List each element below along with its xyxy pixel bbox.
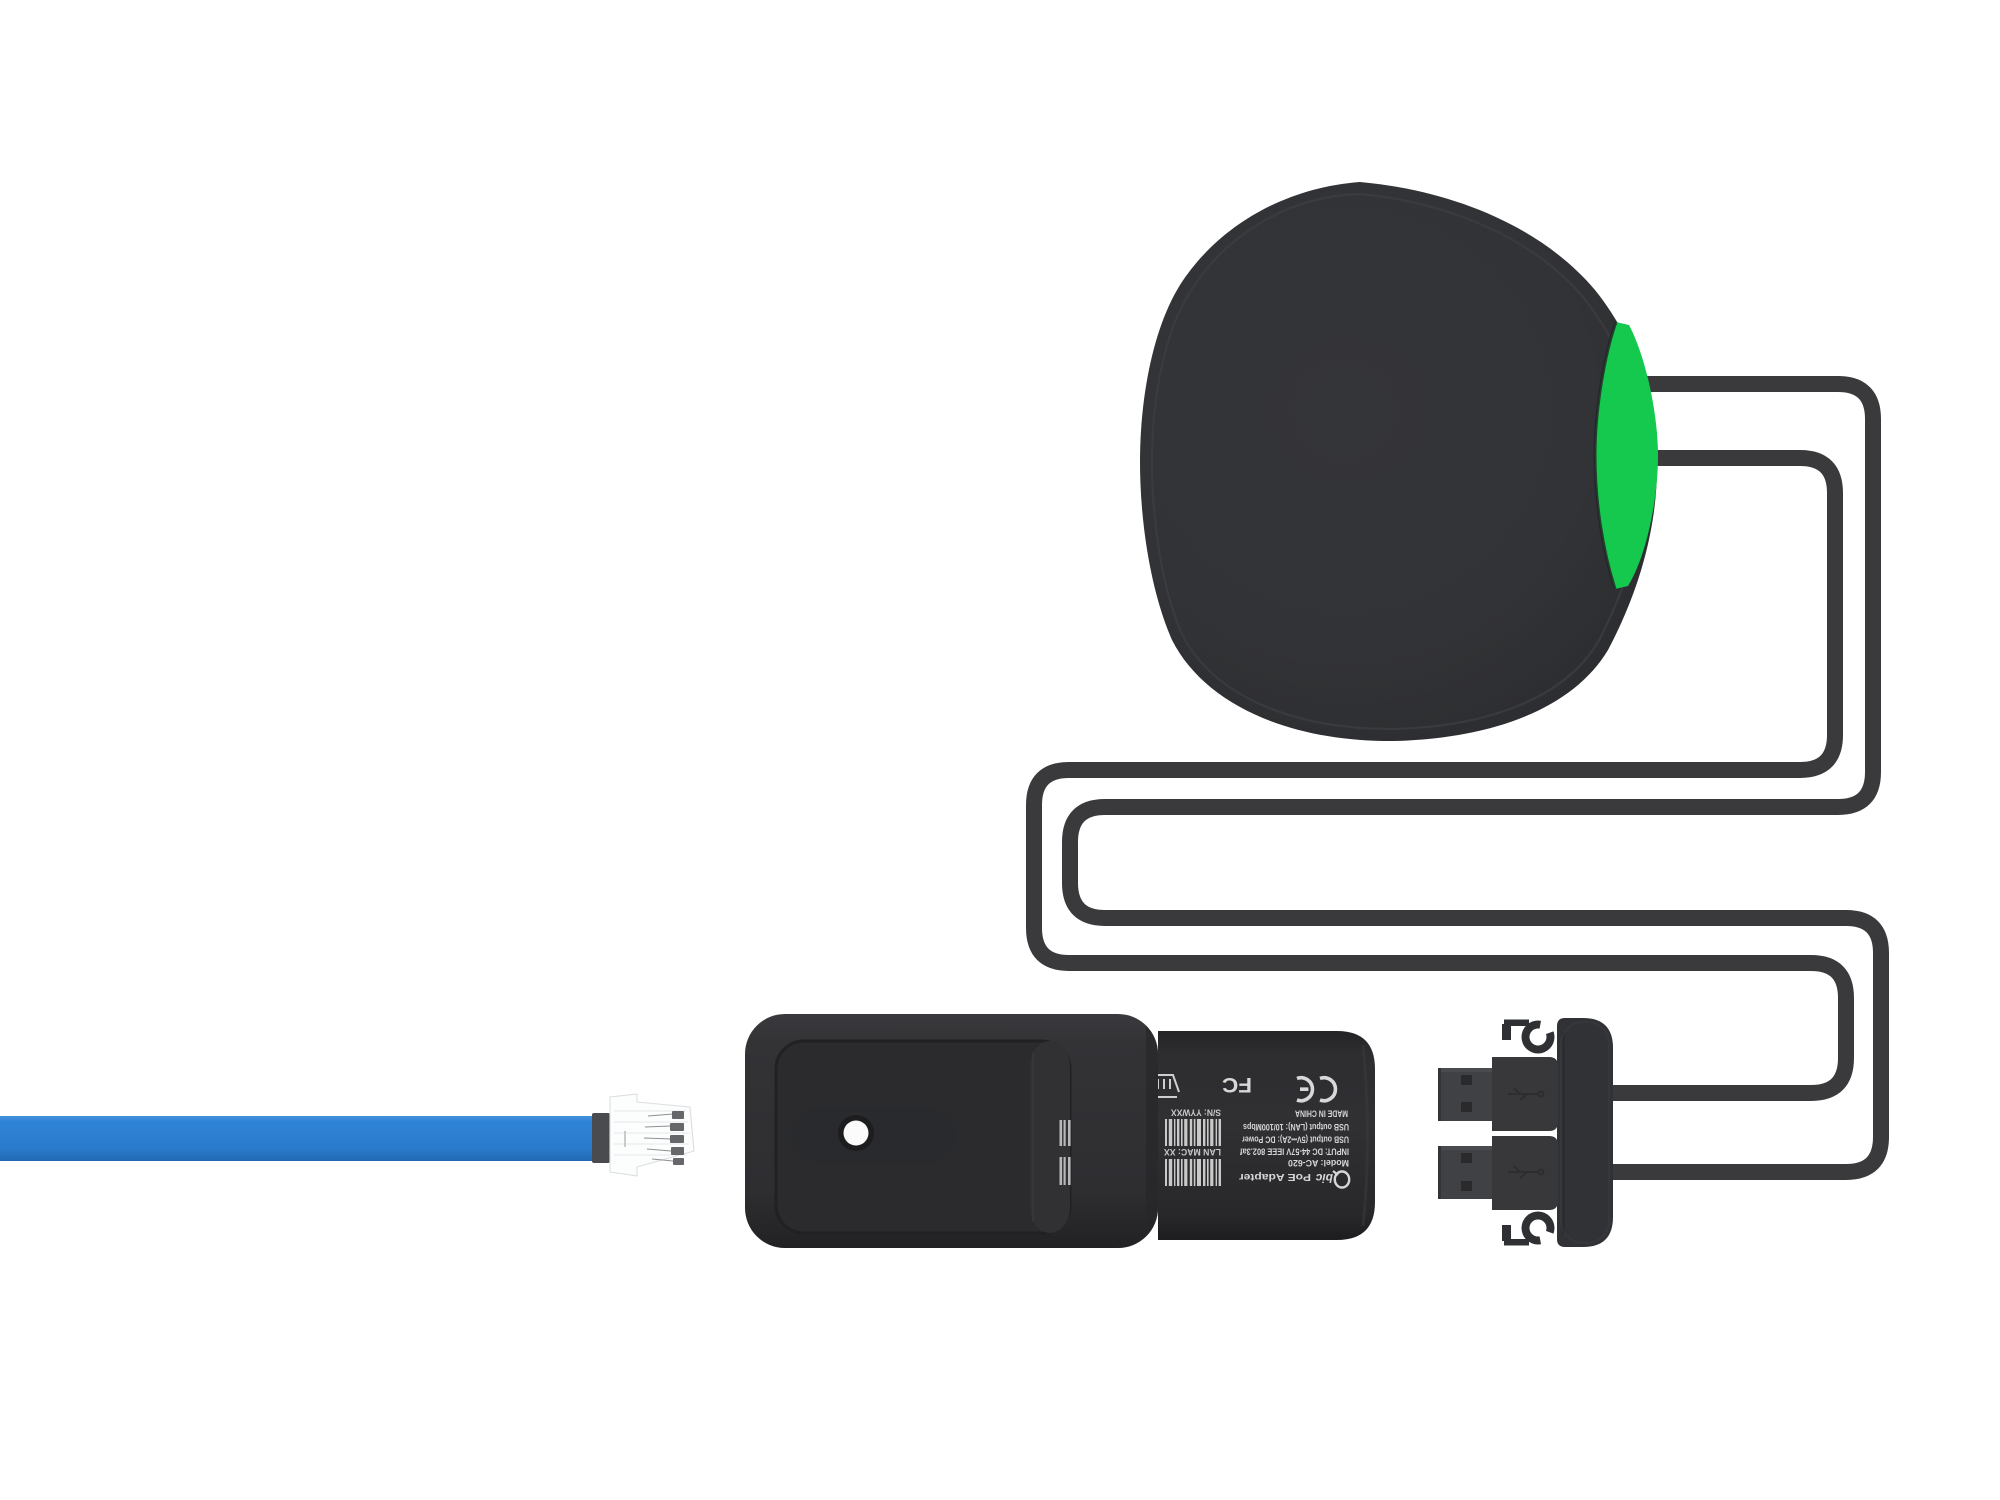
svg-text:INPUT: DC 44-57V IEEE 802.3a: INPUT: DC 44-57V IEEE 802.3af [1239, 1147, 1349, 1157]
svg-text:FC: FC [1222, 1073, 1252, 1096]
svg-text:USB output (5V⎓2A): DC Power: USB output (5V⎓2A): DC Power [1242, 1135, 1349, 1145]
svg-text:PoE Adapter: PoE Adapter [1239, 1171, 1311, 1183]
svg-text:Model: AC-620: Model: AC-620 [1288, 1158, 1349, 1168]
svg-text:USB output (LAN): 10/100Mbps: USB output (LAN): 10/100Mbps [1243, 1122, 1349, 1132]
svg-text:bic: bic [1315, 1171, 1333, 1185]
svg-text:MADE IN CHINA: MADE IN CHINA [1295, 1109, 1348, 1119]
svg-text:S/N: YYWXX: S/N: YYWXX [1170, 1107, 1221, 1118]
svg-text:LAN MAC: XX: LAN MAC: XX [1163, 1146, 1221, 1157]
